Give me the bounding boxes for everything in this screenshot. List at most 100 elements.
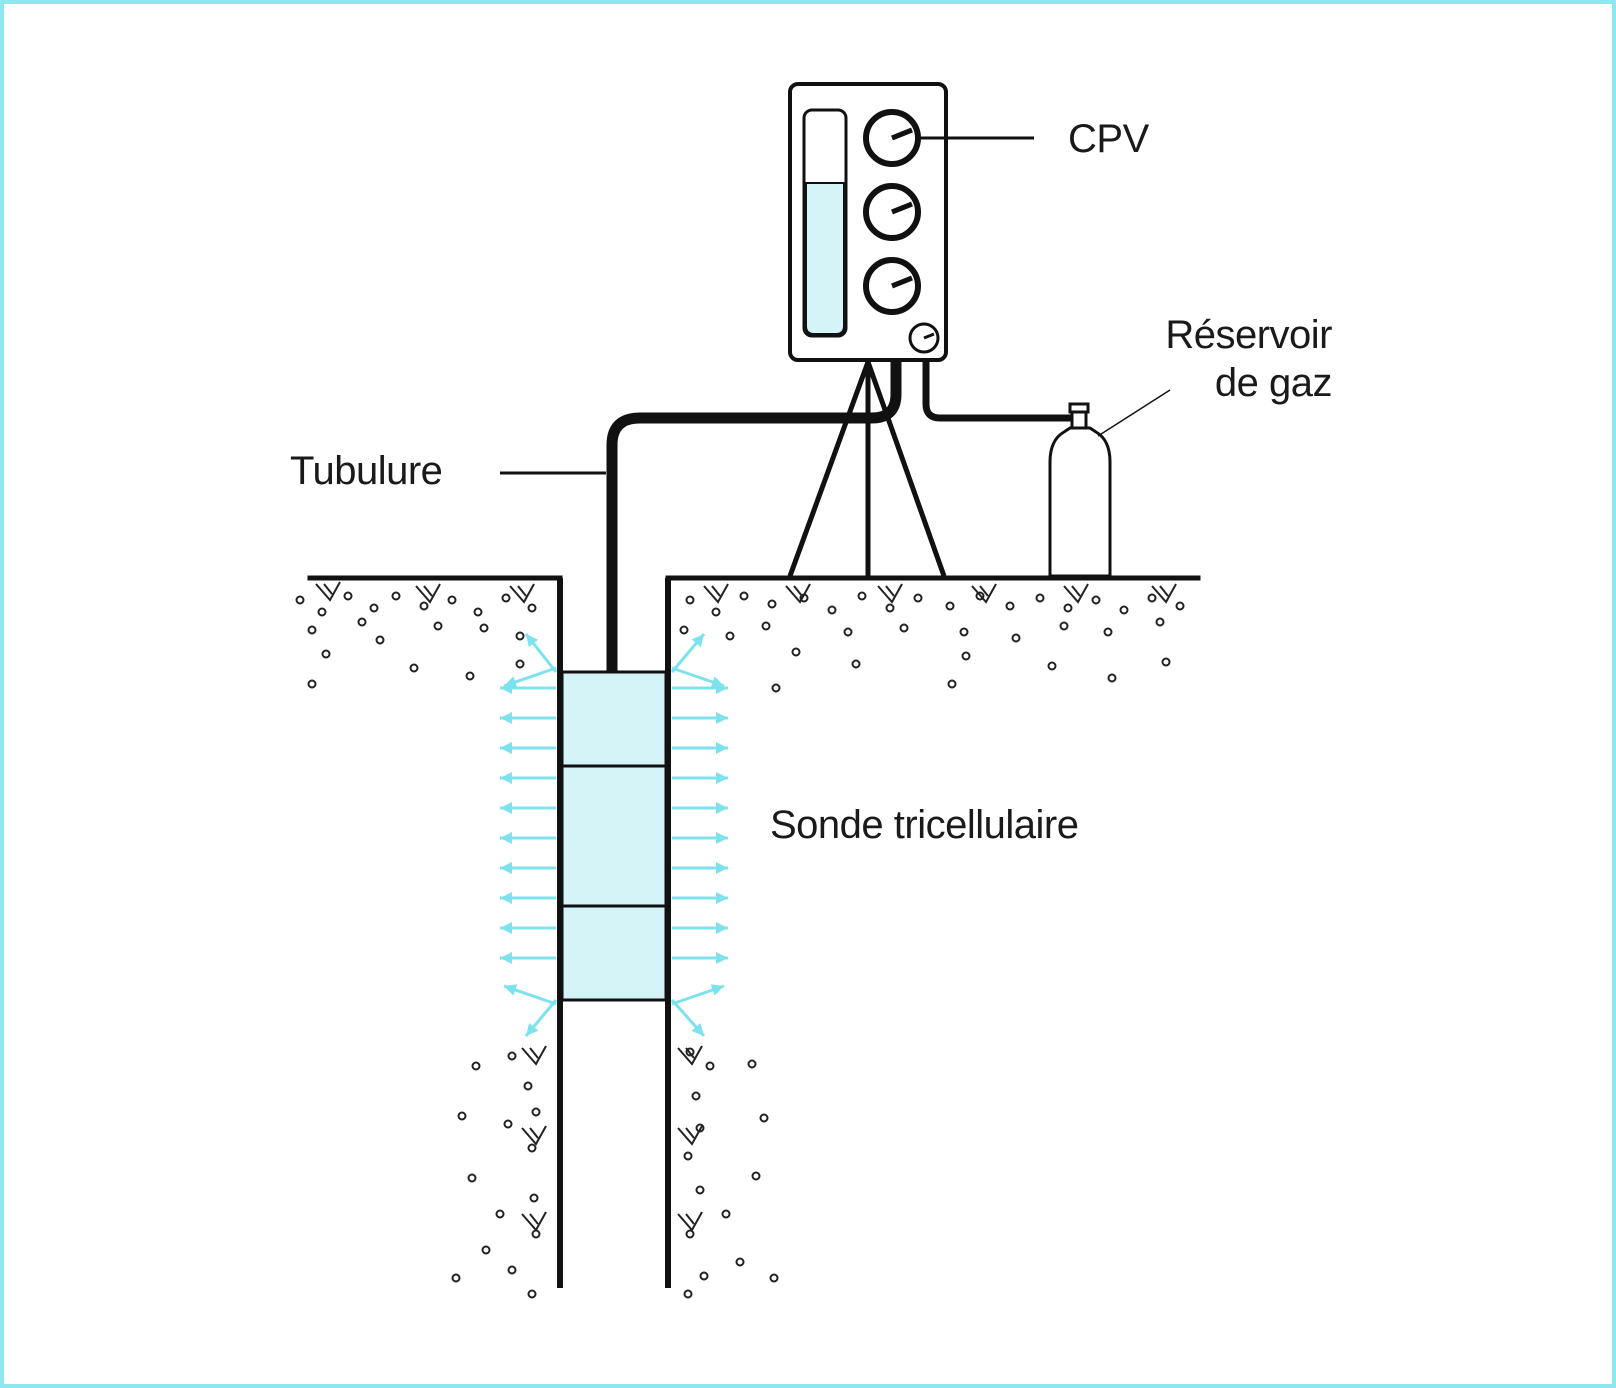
soil-dot (1035, 593, 1045, 603)
soil-dot (1119, 605, 1129, 615)
soil-dot (375, 635, 385, 645)
soil-hatch (521, 1125, 547, 1146)
soil-dot (307, 679, 317, 689)
soil-dot (447, 595, 457, 605)
soil-dot (767, 599, 777, 609)
soil-dot (771, 683, 781, 693)
volume-tube-fill (805, 182, 845, 335)
gauge-icon (863, 109, 921, 167)
pressure-arrow (500, 922, 556, 934)
pressure-arrow (672, 832, 728, 844)
pressure-arrow (672, 952, 728, 964)
pressure-arrow (672, 862, 728, 874)
soil-dot (515, 659, 525, 669)
soil-dot (433, 621, 443, 631)
pressure-arrow (500, 952, 556, 964)
soil-hatch (971, 583, 997, 604)
soil-dot (391, 591, 401, 601)
soil-hatch (677, 1045, 703, 1066)
pressure-arrow (672, 922, 728, 934)
soil-dot (683, 1289, 693, 1299)
soil-dot (419, 601, 429, 611)
soil-hatch (1151, 583, 1177, 604)
soil-dot (1155, 617, 1165, 627)
soil-dot (685, 1229, 695, 1239)
soil-dot (791, 647, 801, 657)
soil-dot (321, 649, 331, 659)
soil-dot (515, 631, 525, 641)
pressure-arrow (500, 802, 556, 814)
pressure-arrow (500, 772, 556, 784)
soil-dot (1107, 673, 1117, 683)
soil-dot (357, 617, 367, 627)
soil-dot (769, 1273, 779, 1283)
soil-dot (843, 627, 853, 637)
soil-dot (317, 607, 327, 617)
soil-dot (945, 601, 955, 611)
soil-dot (503, 1119, 513, 1129)
pressure-arrow (500, 712, 556, 724)
soil-dot (1011, 633, 1021, 643)
soil-hatch (677, 1211, 703, 1232)
pressure-arrow (671, 984, 725, 1006)
pressure-arrow (524, 999, 558, 1037)
soil-dot (495, 1209, 505, 1219)
tubing-pipe (606, 358, 902, 672)
soil-dot (531, 1229, 541, 1239)
soil-dot (1063, 603, 1073, 613)
soil-dot (1005, 601, 1015, 611)
soil-dot (913, 593, 923, 603)
tubulure-label: Tubulure (290, 449, 442, 493)
soil-dot (527, 603, 537, 613)
soil-hatch (509, 583, 535, 604)
soil-hatch (1063, 583, 1089, 604)
soil-dot (857, 591, 867, 601)
soil-texture (295, 581, 1185, 1299)
soil-dot (467, 1173, 477, 1183)
soil-hatch (521, 1045, 547, 1066)
pressure-arrow (672, 802, 728, 814)
pressure-arrow (672, 772, 728, 784)
gauge-icon (863, 257, 921, 315)
soil-dot (739, 591, 749, 601)
soil-hatch (521, 1211, 547, 1232)
pressure-arrow (500, 862, 556, 874)
soil-dot (307, 625, 317, 635)
pressure-arrow (672, 712, 728, 724)
probe-cell-upper (560, 670, 668, 768)
soil-dot (725, 631, 735, 641)
soil-dot (523, 1081, 533, 1091)
pressure-arrow (670, 999, 706, 1037)
soil-dot (751, 1171, 761, 1181)
soil-dot (465, 671, 475, 681)
soil-dot (747, 1059, 757, 1069)
soil-dot (711, 607, 721, 617)
tricellular-probe (560, 670, 668, 1002)
soil-dot (527, 1143, 537, 1153)
probe-cell-middle (560, 764, 668, 908)
soil-dot (685, 1047, 695, 1057)
soil-dot (471, 1061, 481, 1071)
tripod (787, 361, 947, 577)
soil-dot (691, 1091, 701, 1101)
soil-dot (529, 1193, 539, 1203)
leader-lines (500, 136, 1171, 475)
pressure-arrow (672, 742, 728, 754)
pressure-arrow (500, 832, 556, 844)
soil-hatch (877, 583, 903, 604)
soil-dot (1147, 593, 1157, 603)
control-unit (788, 82, 948, 362)
soil-dot (479, 623, 489, 633)
gas-bottle (1048, 402, 1112, 578)
pressure-arrow (524, 633, 558, 673)
soil-dot (899, 623, 909, 633)
gas-line (922, 358, 1078, 422)
soil-dot (507, 1265, 517, 1275)
reservoir-label-line2: de gaz (1215, 361, 1332, 405)
soil-dot (527, 1289, 537, 1299)
gauge-icon (863, 183, 921, 241)
soil-dot (683, 1151, 693, 1161)
soil-dot (473, 607, 483, 617)
soil-dot (761, 621, 771, 631)
